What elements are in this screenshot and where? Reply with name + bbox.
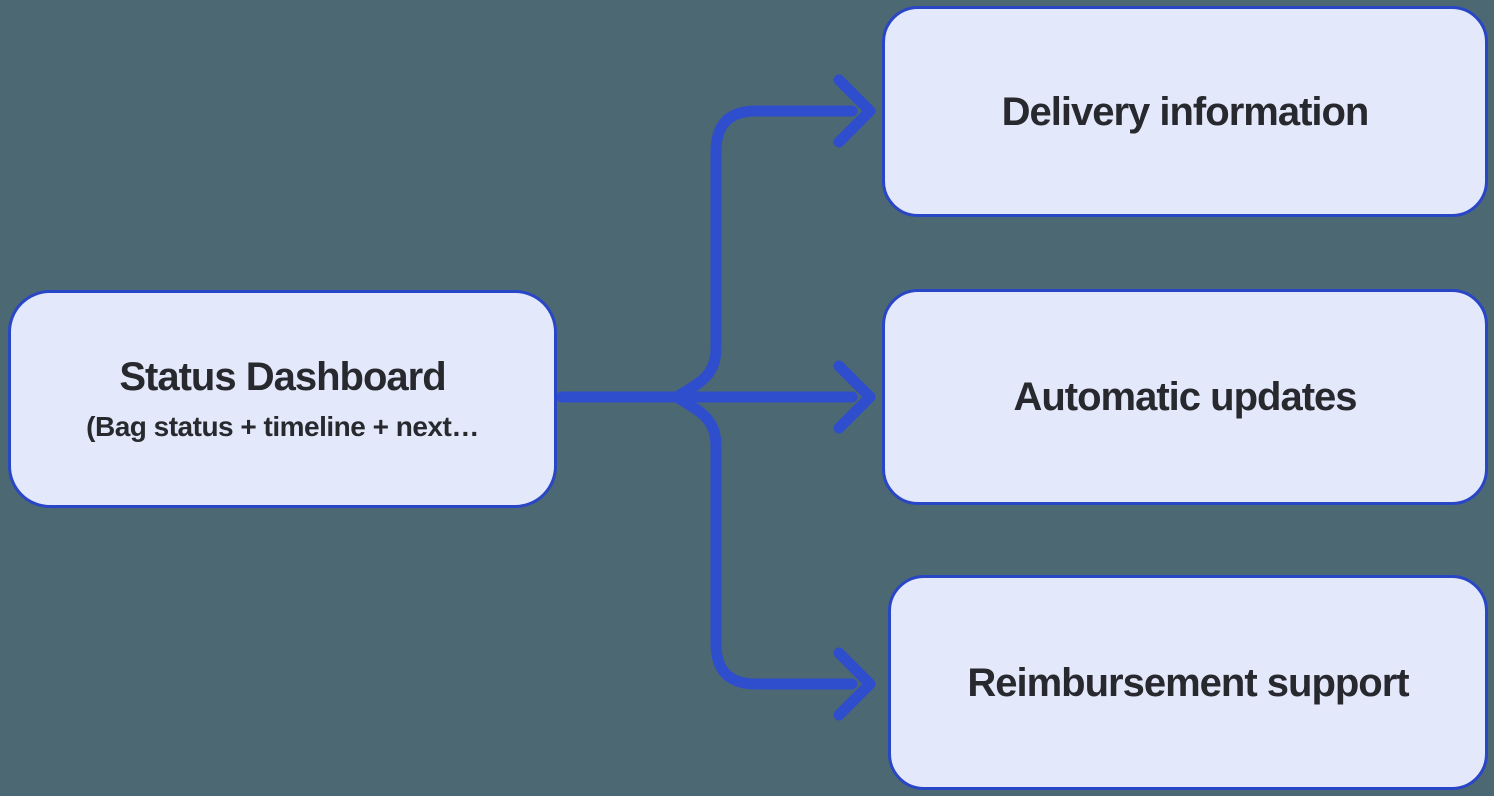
- connector-top: [671, 105, 858, 403]
- node-label: Automatic updates: [1013, 375, 1357, 419]
- connector-bottom: [671, 391, 858, 690]
- node-delivery-information[interactable]: Delivery information: [882, 6, 1488, 217]
- node-subtitle: (Bag status + timeline + next…: [86, 410, 479, 442]
- node-automatic-updates[interactable]: Automatic updates: [882, 289, 1488, 505]
- node-title: Status Dashboard: [119, 354, 446, 399]
- arrowhead-middle-icon: [833, 360, 876, 434]
- node-status-dashboard[interactable]: Status Dashboard (Bag status + timeline …: [8, 290, 557, 508]
- node-label: Delivery information: [1001, 89, 1370, 134]
- node-reimbursement-support[interactable]: Reimbursement support: [888, 575, 1488, 790]
- arrowhead-top-icon: [833, 74, 876, 148]
- node-label: Reimbursement support: [967, 660, 1409, 705]
- arrowhead-bottom-icon: [833, 647, 876, 721]
